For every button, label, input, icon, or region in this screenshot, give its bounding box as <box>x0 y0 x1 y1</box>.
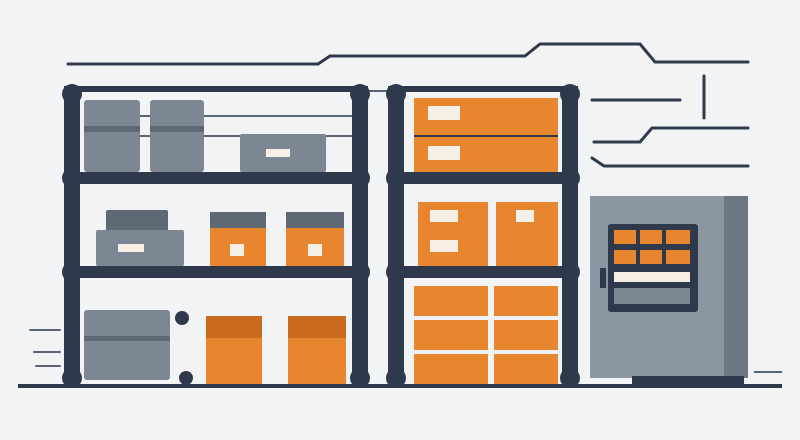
left-rack-joint <box>62 168 82 188</box>
right-rack-joint <box>560 84 580 104</box>
left-rack-post-right <box>352 86 368 386</box>
cabinet-display <box>640 230 662 244</box>
gray-bin-band <box>150 126 204 132</box>
gray-bin <box>150 100 204 172</box>
orange-crate <box>414 354 488 384</box>
left-rack-joint <box>62 84 82 104</box>
right-rack-joint <box>560 262 580 282</box>
box-label <box>430 240 458 252</box>
right-rack-joint <box>386 368 406 388</box>
gray-bin <box>84 100 140 172</box>
box-label <box>430 210 458 222</box>
cabinet-display <box>666 250 690 264</box>
right-rack-joint <box>386 262 406 282</box>
right-rack <box>386 84 580 388</box>
right-rack-shelf-mid <box>388 266 578 278</box>
cabinet-panel <box>614 288 690 304</box>
cabinet-display <box>614 230 636 244</box>
right-line-3 <box>592 126 750 144</box>
orange-crate-rim <box>288 316 346 338</box>
gray-bin-band <box>84 126 140 132</box>
right-rack-shelf-top <box>388 172 578 184</box>
right-rack-joint <box>560 168 580 188</box>
orange-crate-rim <box>206 316 262 338</box>
left-rack <box>62 84 370 388</box>
right-rack-joint <box>386 168 406 188</box>
right-rack-joint <box>386 84 406 104</box>
gray-box-top <box>286 212 344 230</box>
orange-crate <box>414 286 488 316</box>
left-rack-joint <box>350 168 370 188</box>
cabinet-panel <box>614 272 690 282</box>
cart-wheel <box>175 311 189 325</box>
cabinet-base-vent <box>632 376 744 384</box>
right-rack-joint <box>560 368 580 388</box>
left-rack-shelf-top <box>64 172 368 184</box>
crate-label <box>230 244 244 256</box>
box-label <box>428 146 460 160</box>
left-rack-top-bar <box>64 86 368 92</box>
right-line-4 <box>590 156 750 168</box>
orange-crate <box>494 354 558 384</box>
right-rack-post-right <box>562 86 578 386</box>
gray-cart <box>84 310 170 380</box>
cabinet-display <box>640 250 662 264</box>
orange-crate <box>494 286 558 316</box>
left-rack-shelf-mid <box>64 266 368 278</box>
left-rack-joint <box>62 368 82 388</box>
box-label <box>428 106 460 120</box>
cabinet-handle <box>600 268 606 288</box>
gray-cart-band <box>84 336 170 341</box>
cabinet-display <box>614 250 636 264</box>
orange-crate <box>414 320 488 350</box>
crate-label <box>266 149 290 157</box>
gray-box-top <box>210 212 266 230</box>
right-rack-post-left <box>388 86 404 386</box>
crate-label <box>308 244 322 256</box>
left-rack-joint <box>350 84 370 104</box>
right-rack-top-bar <box>388 86 578 92</box>
cabinet-display <box>666 230 690 244</box>
left-rack-joint <box>62 262 82 282</box>
left-rack-joint <box>350 262 370 282</box>
left-rack-joint <box>350 368 370 388</box>
top-circuit-line <box>66 42 750 66</box>
left-rack-post-left <box>64 86 80 386</box>
gray-box-lid <box>106 210 168 232</box>
box-label <box>118 244 144 252</box>
box-label <box>516 210 534 222</box>
cart-wheel <box>179 371 193 385</box>
orange-crate <box>494 320 558 350</box>
control-cabinet <box>590 196 748 384</box>
cabinet-side <box>724 196 748 378</box>
